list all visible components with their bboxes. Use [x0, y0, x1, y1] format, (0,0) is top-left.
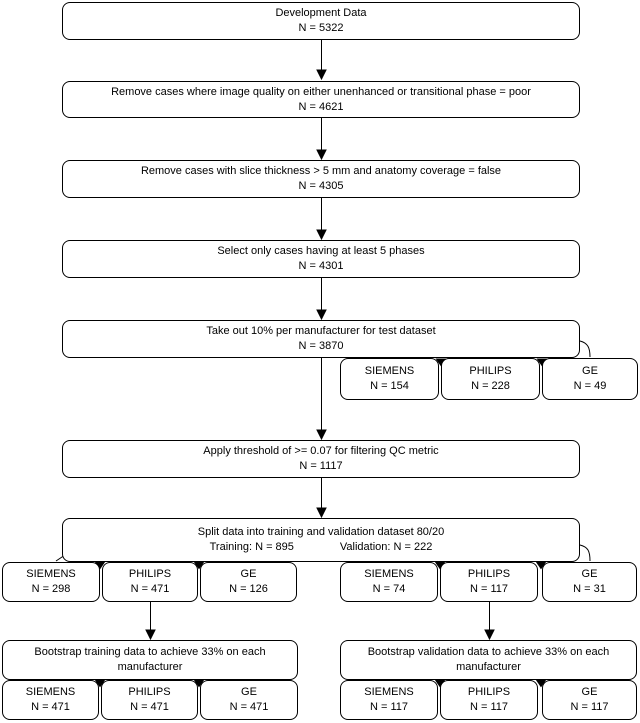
manufacturer-name: SIEMENS	[364, 568, 414, 580]
node-development-data: Development Data N = 5322	[62, 2, 580, 40]
manufacturer-count: N = 471	[130, 701, 169, 713]
manufacturer-name: SIEMENS	[25, 686, 76, 698]
node-split-train-validation: Split data into training and validation …	[62, 518, 580, 562]
bootstrap-train-row-ge: GE N = 471	[200, 680, 298, 720]
arrow-val-philips-to-bootstrap	[484, 602, 495, 641]
node-title: Bootstrap validation data to achieve 33%…	[367, 646, 610, 673]
arrow-threshold-to-split	[316, 478, 327, 519]
manufacturer-name: PHILIPS	[467, 686, 511, 698]
node-count: N = 3870	[298, 340, 344, 352]
node-count: N = 4621	[298, 100, 344, 113]
manufacturer-name: PHILIPS	[467, 568, 511, 580]
manufacturer-count: N = 117	[570, 701, 609, 713]
manufacturer-name: GE	[581, 686, 598, 698]
manufacturer-name: PHILIPS	[128, 686, 171, 698]
manufacturer-name: GE	[241, 686, 257, 698]
bootstrap-val-row-siemens: SIEMENS N = 117	[340, 680, 438, 720]
manufacturer-count: N = 117	[469, 583, 509, 595]
manufacturer-count: N = 471	[229, 701, 269, 713]
training-count: Training: N = 895	[209, 541, 294, 553]
manufacturer-name: PHILIPS	[469, 365, 512, 377]
val-row-siemens: SIEMENS N = 74	[340, 562, 438, 602]
manufacturer-count: N = 49	[573, 380, 607, 392]
node-title: Take out 10% per manufacturer for test d…	[206, 325, 436, 337]
val-row-ge: GE N = 31	[542, 562, 637, 602]
manufacturer-count: N = 117	[469, 701, 509, 713]
node-select-five-phases: Select only cases having at least 5 phas…	[62, 240, 580, 278]
split-counts: Training: N = 895 Validation: N = 222	[210, 540, 433, 555]
node-title: Development Data	[275, 7, 367, 19]
manufacturer-count: N = 74	[372, 583, 406, 595]
node-count: N = 4305	[298, 180, 344, 192]
arrow-testout-to-threshold	[316, 358, 327, 441]
node-title: Remove cases with slice thickness > 5 mm…	[140, 165, 502, 177]
manufacturer-count: N = 471	[31, 701, 70, 713]
manufacturer-name: SIEMENS	[364, 365, 415, 377]
manufacturer-name: GE	[582, 365, 598, 377]
manufacturer-name: SIEMENS	[26, 568, 76, 580]
manufacturer-count: N = 117	[369, 701, 409, 713]
train-row-philips: PHILIPS N = 471	[102, 562, 198, 602]
arrow-quality-to-slice	[316, 118, 327, 161]
manufacturer-name: PHILIPS	[128, 568, 172, 580]
node-title: Split data into training and validation …	[197, 526, 445, 538]
node-bootstrap-validation: Bootstrap validation data to achieve 33%…	[340, 640, 637, 680]
node-remove-poor-quality: Remove cases where image quality on eith…	[62, 81, 580, 118]
manufacturer-name: GE	[581, 568, 598, 580]
bootstrap-train-row-philips: PHILIPS N = 471	[101, 680, 198, 720]
node-title: Select only cases having at least 5 phas…	[217, 245, 425, 257]
node-count: N = 5322	[298, 22, 344, 34]
bootstrap-val-row-philips: PHILIPS N = 117	[440, 680, 538, 720]
node-count: N = 1117	[299, 460, 343, 472]
node-title: Remove cases where image quality on eith…	[111, 85, 531, 98]
manufacturer-count: N = 126	[229, 583, 268, 595]
manufacturer-count: N = 154	[370, 380, 409, 392]
arrow-slice-to-phases	[316, 198, 327, 241]
arrow-dev-to-quality	[316, 40, 327, 81]
validation-count: Validation: N = 222	[339, 541, 433, 553]
manufacturer-count: N = 228	[471, 380, 510, 392]
node-count: N = 4301	[298, 260, 344, 272]
train-row-siemens: SIEMENS N = 298	[2, 562, 100, 602]
bootstrap-val-row-ge: GE N = 117	[542, 680, 637, 720]
manufacturer-count: N = 298	[31, 583, 71, 595]
node-take-out-test-dataset: Take out 10% per manufacturer for test d…	[62, 320, 580, 358]
val-row-philips: PHILIPS N = 117	[440, 562, 538, 602]
manufacturer-name: SIEMENS	[364, 686, 414, 698]
node-apply-threshold: Apply threshold of >= 0.07 for filtering…	[62, 440, 580, 478]
test-row-philips: PHILIPS N = 228	[441, 358, 540, 400]
node-bootstrap-training: Bootstrap training data to achieve 33% o…	[2, 640, 298, 680]
manufacturer-count: N = 31	[573, 583, 606, 595]
arrow-phases-to-testout	[316, 278, 327, 321]
arrow-train-philips-to-bootstrap	[145, 602, 156, 641]
node-title: Bootstrap training data to achieve 33% o…	[34, 646, 266, 673]
test-row-ge: GE N = 49	[542, 358, 638, 400]
manufacturer-count: N = 471	[130, 583, 170, 595]
node-remove-slice-thickness: Remove cases with slice thickness > 5 mm…	[62, 160, 580, 198]
node-title: Apply threshold of >= 0.07 for filtering…	[203, 445, 439, 457]
test-row-siemens: SIEMENS N = 154	[340, 358, 439, 400]
manufacturer-name: GE	[240, 568, 257, 580]
bootstrap-train-row-siemens: SIEMENS N = 471	[2, 680, 99, 720]
train-row-ge: GE N = 126	[200, 562, 297, 602]
